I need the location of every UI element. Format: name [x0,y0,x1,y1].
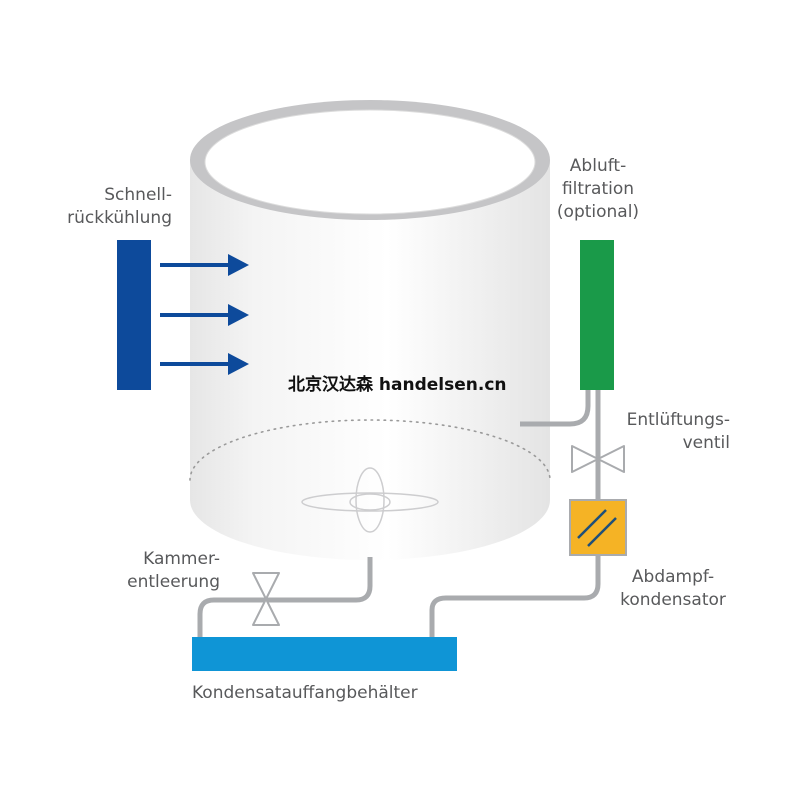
exhaust-filtration-label-line3: (optional) [556,202,640,222]
chamber-cylinder [189,100,551,560]
valve-icon [252,572,280,626]
condensate-tank-label: Kondensatauffangbehälter [192,683,418,703]
chamber-drain-label-line2: entleerung [127,572,220,592]
exhaust-filtration-label-line1: Abluft- [569,156,627,176]
steam-condenser-label-line2: kondensator [620,590,726,610]
arrow-right-icon [160,304,249,326]
chamber-drain-label: Kammer- entleerung [127,548,220,594]
watermark: 北京汉达森 handelsen.cn [288,375,507,395]
exhaust-filtration-label: Abluft- filtration (optional) [548,155,648,224]
quick-cooling-unit [117,240,151,390]
arrow-right-icon [160,353,249,375]
fan-icon [301,467,439,533]
vent-valve-label: Entlüftungs- ventil [627,409,730,455]
vent-valve-label-line2: ventil [682,433,730,453]
chamber-drain-label-line1: Kammer- [143,549,220,569]
steam-condenser-label-line1: Abdampf- [631,567,715,587]
quick-cooling-label: Schnell- rückkühlung [67,184,172,230]
arrow-right-icon [160,254,249,276]
vent-valve-label-line1: Entlüftungs- [626,410,730,430]
valve-icon [571,445,625,473]
steam-condenser [569,499,627,556]
condensate-tank [192,637,457,671]
exhaust-filtration-label-line2: filtration [561,179,635,199]
piping [197,390,601,640]
steam-condenser-label: Abdampf- kondensator [613,566,733,612]
quick-cooling-label-line2: rückkühlung [67,208,172,228]
quick-cooling-label-line1: Schnell- [104,185,172,205]
exhaust-filter [580,240,614,390]
